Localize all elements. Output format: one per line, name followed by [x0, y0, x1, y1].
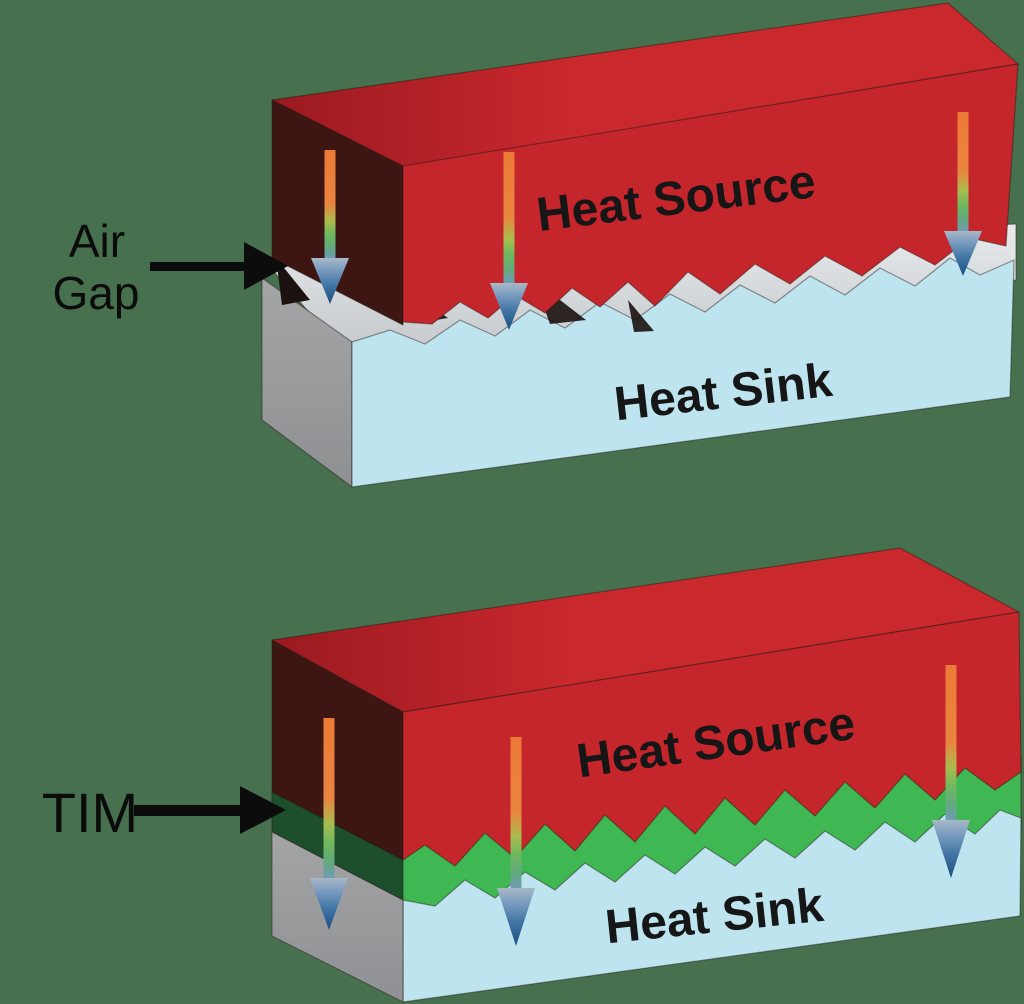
heat-source-side-face	[271, 99, 404, 326]
heat-arrow-head	[490, 283, 528, 330]
heat-flow-arrow	[497, 737, 535, 946]
heat-flow-arrow	[932, 665, 970, 878]
air-gap-pointer-line	[150, 262, 246, 271]
air-gap-callout: Air Gap	[53, 215, 288, 319]
air-gap-pointer-arrowhead-icon	[244, 242, 288, 290]
heat-arrow-shaft	[957, 112, 969, 231]
heat-arrow-head	[497, 888, 535, 946]
air-gap-shadow-wedge-left	[276, 258, 310, 305]
heat-sink-front-face	[351, 257, 1015, 488]
heat-flow-arrow	[310, 718, 348, 930]
air-gap-diagram: Heat Source Heat Sink	[261, 2, 1019, 488]
heat-flow-arrow	[311, 150, 349, 304]
heat-source-front-face	[402, 63, 1019, 325]
heat-flow-arrow	[490, 152, 528, 330]
tim-pointer-arrowhead-icon	[240, 786, 286, 834]
heat-arrow-shaft	[324, 150, 336, 258]
heat-arrow-shaft	[503, 152, 515, 283]
heat-arrow-head	[311, 258, 349, 304]
air-gap-shadow-wedge	[628, 300, 654, 332]
air-gap-label-line2: Gap	[53, 267, 140, 319]
tim-label: TIM	[42, 781, 138, 844]
heat-arrow-head	[310, 878, 348, 930]
heat-arrow-shaft	[510, 737, 522, 888]
tim-pointer-line	[134, 805, 242, 816]
tim-callout: TIM	[42, 781, 286, 844]
heat-arrow-shaft	[945, 665, 957, 820]
heat-arrow-head	[932, 820, 970, 878]
heat-flow-arrow	[944, 112, 982, 276]
heat-arrow-head	[944, 231, 982, 276]
heat-sink-front-face	[402, 809, 1022, 1003]
tim-diagram: Heat Source Heat Sink	[271, 547, 1022, 1003]
heat-arrow-shaft	[323, 718, 335, 878]
heat-source-front-face	[402, 611, 1022, 867]
heat-sink-side-face	[271, 831, 404, 1003]
air-gap-label-line1: Air	[69, 215, 125, 267]
